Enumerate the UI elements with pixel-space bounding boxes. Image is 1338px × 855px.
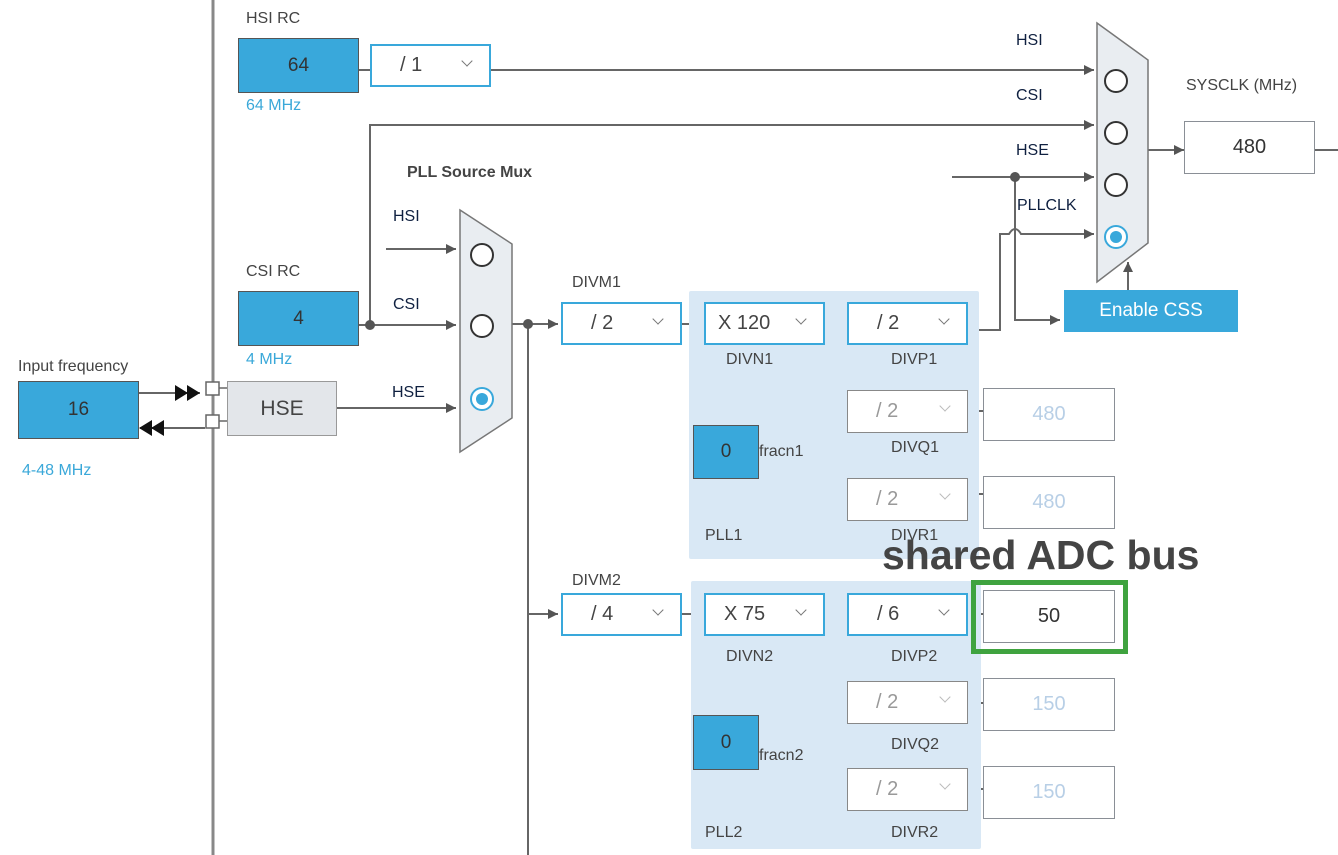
fracn2-label: fracn2 bbox=[759, 747, 804, 764]
input-frequency-value[interactable]: 16 bbox=[18, 381, 139, 439]
chevron-down-icon bbox=[939, 488, 951, 500]
sys-mux-input-hsi-label: HSI bbox=[1016, 32, 1043, 49]
divq2-value: / 2 bbox=[876, 691, 899, 713]
sys-mux-input-pllclk-label: PLLCLK bbox=[1017, 197, 1077, 214]
divq2-label: DIVQ2 bbox=[891, 736, 940, 753]
divm1-label: DIVM1 bbox=[572, 274, 621, 291]
sys-mux-radio-csi[interactable] bbox=[1104, 121, 1128, 145]
pll-mux-radio-hse[interactable] bbox=[470, 387, 494, 411]
pll-source-mux-title: PLL Source Mux bbox=[407, 164, 533, 181]
divp2-select[interactable]: / 6 bbox=[847, 593, 968, 636]
divq1-value: / 2 bbox=[876, 400, 899, 422]
divr1-label: DIVR1 bbox=[891, 527, 939, 544]
divr1-output: 480 bbox=[983, 476, 1115, 529]
csi-rc-value[interactable]: 4 bbox=[238, 291, 359, 346]
input-frequency-range: 4-48 MHz bbox=[22, 462, 92, 479]
sys-mux-radio-hse[interactable] bbox=[1104, 173, 1128, 197]
pll-mux-input-hse-label: HSE bbox=[392, 384, 425, 401]
divm2-value: / 4 bbox=[591, 603, 614, 625]
divr1-value: / 2 bbox=[876, 488, 899, 510]
divm2-label: DIVM2 bbox=[572, 572, 621, 589]
divp2-value: / 6 bbox=[877, 603, 900, 625]
fracn1-label: fracn1 bbox=[759, 443, 804, 460]
sysclk-value[interactable]: 480 bbox=[1184, 121, 1315, 174]
hsi-divider-select[interactable]: / 1 bbox=[370, 44, 491, 87]
chevron-down-icon bbox=[939, 400, 951, 412]
csi-rc-label: CSI RC bbox=[246, 263, 301, 280]
divq1-label: DIVQ1 bbox=[891, 439, 940, 456]
divq2-output: 150 bbox=[983, 678, 1115, 731]
divm2-select[interactable]: / 4 bbox=[561, 593, 682, 636]
chevron-down-icon bbox=[795, 313, 807, 325]
chevron-down-icon bbox=[652, 604, 664, 616]
divp1-label: DIVP1 bbox=[891, 351, 938, 368]
divm1-select[interactable]: / 2 bbox=[561, 302, 682, 345]
chevron-down-icon bbox=[652, 313, 664, 325]
sys-mux-radio-pllclk[interactable] bbox=[1104, 225, 1128, 249]
divn2-select[interactable]: X 75 bbox=[704, 593, 825, 636]
divr1-select[interactable]: / 2 bbox=[847, 478, 968, 521]
fracn2-value[interactable]: 0 bbox=[693, 715, 759, 770]
divr2-select[interactable]: / 2 bbox=[847, 768, 968, 811]
sysclk-label: SYSCLK (MHz) bbox=[1186, 77, 1298, 94]
pll-mux-input-csi-label: CSI bbox=[393, 296, 420, 313]
adc-highlight-box bbox=[971, 580, 1128, 654]
pll1-label: PLL1 bbox=[705, 527, 743, 544]
fracn1-value[interactable]: 0 bbox=[693, 425, 759, 479]
divn1-select[interactable]: X 120 bbox=[704, 302, 825, 345]
hsi-divider-value: / 1 bbox=[400, 54, 423, 76]
divn2-value: X 75 bbox=[724, 603, 766, 625]
chevron-down-icon bbox=[939, 691, 951, 703]
pll2-label: PLL2 bbox=[705, 824, 743, 841]
input-frequency-label: Input frequency bbox=[18, 358, 129, 375]
sys-mux-radio-hsi[interactable] bbox=[1104, 69, 1128, 93]
sys-mux-input-csi-label: CSI bbox=[1016, 87, 1043, 104]
divn1-value: X 120 bbox=[718, 312, 771, 334]
divp1-value: / 2 bbox=[877, 312, 900, 334]
chevron-down-icon bbox=[938, 313, 950, 325]
chevron-down-icon bbox=[461, 55, 473, 67]
pll-mux-input-hsi-label: HSI bbox=[393, 208, 420, 225]
divq1-select[interactable]: / 2 bbox=[847, 390, 968, 433]
enable-css-button[interactable]: Enable CSS bbox=[1064, 290, 1238, 332]
sys-mux-input-hse-label: HSE bbox=[1016, 142, 1049, 159]
hse-block: HSE bbox=[227, 381, 337, 436]
chevron-down-icon bbox=[939, 778, 951, 790]
hse-connector-out bbox=[205, 414, 220, 429]
junction-dot bbox=[1010, 172, 1020, 182]
divp2-output[interactable]: 50 bbox=[983, 590, 1115, 643]
chevron-down-icon bbox=[795, 604, 807, 616]
hse-connector-in bbox=[205, 381, 220, 396]
divm1-value: / 2 bbox=[591, 312, 614, 334]
divp2-label: DIVP2 bbox=[891, 648, 938, 665]
divq1-output: 480 bbox=[983, 388, 1115, 441]
divq2-select[interactable]: / 2 bbox=[847, 681, 968, 724]
junction-dot bbox=[523, 319, 533, 329]
pll-mux-radio-hsi[interactable] bbox=[470, 243, 494, 267]
junction-dot bbox=[365, 320, 375, 330]
pll-mux-radio-csi[interactable] bbox=[470, 314, 494, 338]
divn1-label: DIVN1 bbox=[726, 351, 774, 368]
hsi-rc-value[interactable]: 64 bbox=[238, 38, 359, 93]
hsi-rc-freq: 64 MHz bbox=[246, 97, 302, 114]
csi-rc-freq: 4 MHz bbox=[246, 351, 293, 368]
hsi-rc-label: HSI RC bbox=[246, 10, 301, 27]
chevron-down-icon bbox=[938, 604, 950, 616]
divn2-label: DIVN2 bbox=[726, 648, 774, 665]
divr2-label: DIVR2 bbox=[891, 824, 939, 841]
divr2-value: / 2 bbox=[876, 778, 899, 800]
divp1-select[interactable]: / 2 bbox=[847, 302, 968, 345]
shared-adc-bus-annotation: shared ADC bus bbox=[882, 532, 1200, 578]
divr2-output: 150 bbox=[983, 766, 1115, 819]
